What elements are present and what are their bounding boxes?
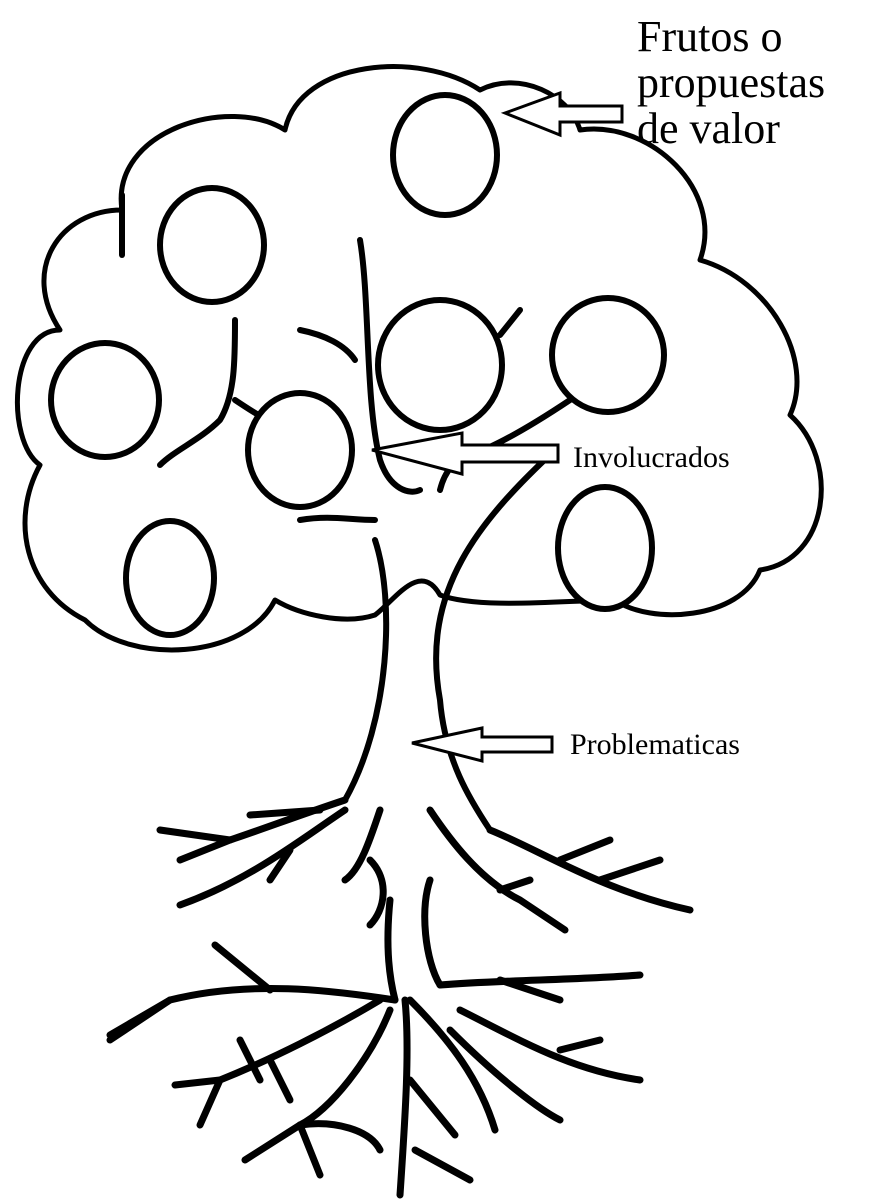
trunk bbox=[345, 540, 386, 800]
fruits-label-line3: de valor bbox=[637, 106, 825, 152]
fruits-label-line1: Frutos o bbox=[637, 14, 825, 60]
branch-right-twig bbox=[500, 310, 520, 335]
fruit-8 bbox=[558, 487, 652, 609]
fruit-7 bbox=[126, 521, 214, 635]
branch-left bbox=[160, 320, 235, 465]
fruit-3 bbox=[378, 300, 502, 430]
fruit-2 bbox=[160, 188, 264, 302]
fruit-5 bbox=[51, 343, 159, 457]
roots bbox=[110, 800, 690, 1195]
branch-center-twig bbox=[300, 330, 355, 360]
arrow-problems bbox=[412, 728, 552, 761]
fruit-1 bbox=[393, 95, 497, 215]
fruits-label-line2: propuestas bbox=[637, 60, 825, 106]
branch-lower-left bbox=[300, 518, 375, 520]
fruit-4 bbox=[552, 298, 664, 412]
fruits-label: Frutos o propuestas de valor bbox=[637, 14, 825, 152]
problems-label: Problematicas bbox=[570, 730, 740, 760]
trunk-right bbox=[436, 450, 555, 830]
arrow-stakeholders bbox=[372, 433, 558, 474]
stakeholders-label: Involucrados bbox=[573, 443, 730, 473]
fruit-6 bbox=[248, 393, 352, 507]
